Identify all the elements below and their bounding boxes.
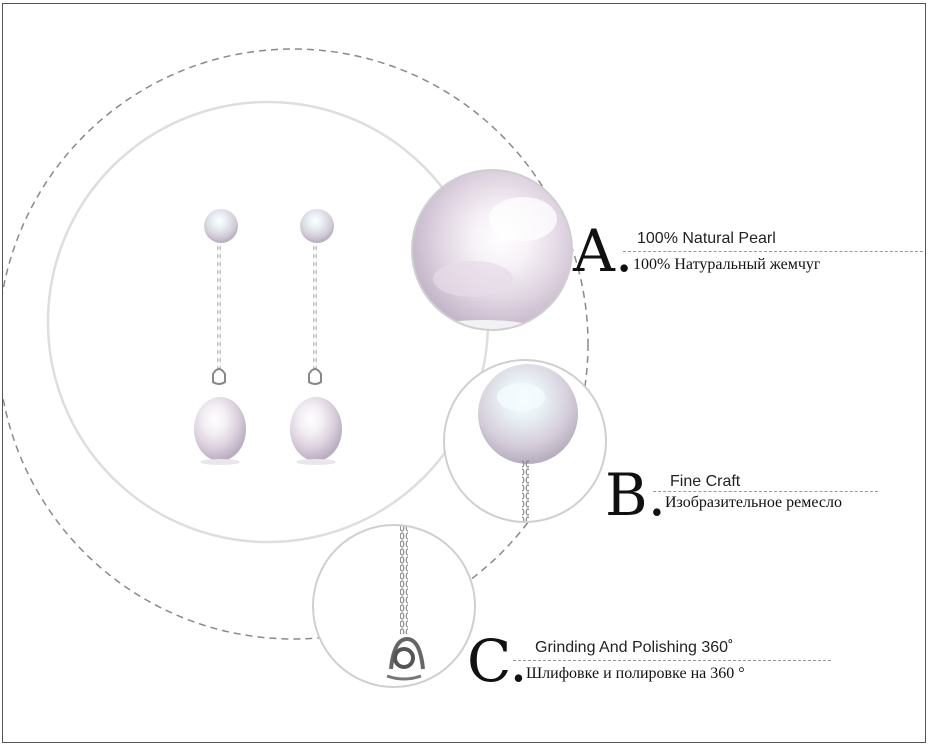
product-feature-panel: A. 100% Natural Pearl 100% Натуральный ж…	[2, 3, 926, 743]
outer-dashed-circle	[3, 48, 589, 640]
earring-right	[290, 209, 342, 465]
feature-a-divider	[623, 251, 923, 252]
earring-left	[194, 209, 246, 465]
feature-c-divider	[513, 660, 831, 661]
detail-circle-b	[443, 359, 607, 523]
feature-b-title-en: Fine Craft	[670, 473, 741, 490]
feature-a-title-ru: 100% Натуральный жемчуг	[633, 256, 821, 273]
feature-b-divider	[653, 491, 878, 492]
inner-soft-circle	[46, 100, 490, 544]
feature-c-title-ru: Шлифовке и полировке на 360 °	[526, 665, 745, 682]
detail-circle-c	[312, 524, 476, 688]
feature-c-title-en: Grinding And Polishing 360˚	[535, 639, 734, 656]
feature-b-letter: B.	[605, 461, 667, 529]
feature-b-title-ru: Изобразительное ремесло	[665, 494, 842, 511]
illustration	[3, 48, 607, 688]
detail-circle-a	[411, 169, 573, 331]
feature-a-title-en: 100% Natural Pearl	[637, 230, 776, 247]
feature-c-letter: C.	[467, 627, 528, 695]
